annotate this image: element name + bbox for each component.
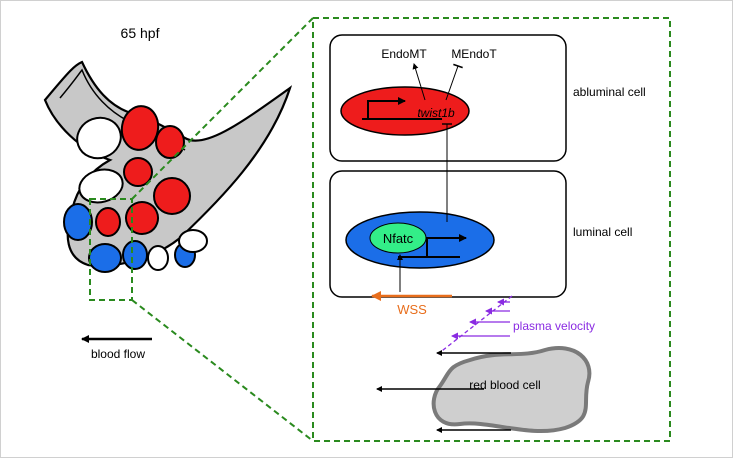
cell-blue bbox=[63, 203, 93, 241]
endomt-label: EndoMT bbox=[381, 47, 427, 61]
cell-red bbox=[125, 201, 159, 235]
cell-red bbox=[95, 207, 121, 237]
luminal-cell-label: luminal cell bbox=[573, 225, 632, 239]
cell-red bbox=[153, 177, 191, 215]
rbc-flow-arrows bbox=[376, 350, 511, 433]
cell-red bbox=[123, 157, 153, 187]
luminal-promoter-arrow bbox=[426, 234, 467, 257]
mendot-label: MEndoT bbox=[451, 47, 497, 61]
blood-flow-label: blood flow bbox=[91, 347, 145, 361]
gene-label: twist1b bbox=[417, 106, 455, 120]
cell-white bbox=[76, 116, 122, 160]
abluminal-nucleus bbox=[340, 86, 470, 136]
cell-white bbox=[147, 245, 169, 271]
cell-red bbox=[155, 125, 185, 159]
zoom-indicator bbox=[89, 17, 671, 442]
endomt-arrow bbox=[412, 63, 426, 101]
cell-white bbox=[78, 168, 124, 204]
cell-red bbox=[120, 105, 160, 151]
nfatc-label: Nfatc bbox=[383, 231, 414, 246]
rbc-label: red blood cell bbox=[469, 378, 540, 392]
cell-blue bbox=[122, 240, 148, 270]
gene-promoter-arrow bbox=[367, 97, 406, 119]
abluminal-cell-label: abluminal cell bbox=[573, 85, 646, 99]
tissue-cells bbox=[63, 105, 208, 273]
nfatc-factor bbox=[369, 222, 427, 254]
plasma-profile-line bbox=[437, 295, 513, 355]
mendot-inhibition bbox=[445, 63, 463, 101]
zoom-source-box bbox=[89, 198, 133, 301]
stage-label: 65 hpf bbox=[121, 25, 160, 41]
plasma-velocity-label: plasma velocity bbox=[513, 319, 595, 333]
plasma-velocity-arrows bbox=[451, 298, 510, 340]
wss-label: WSS bbox=[397, 302, 427, 317]
red-blood-cell bbox=[431, 346, 592, 433]
cell-blue bbox=[88, 243, 122, 273]
cell-white bbox=[178, 229, 208, 253]
tissue-section bbox=[43, 60, 293, 273]
